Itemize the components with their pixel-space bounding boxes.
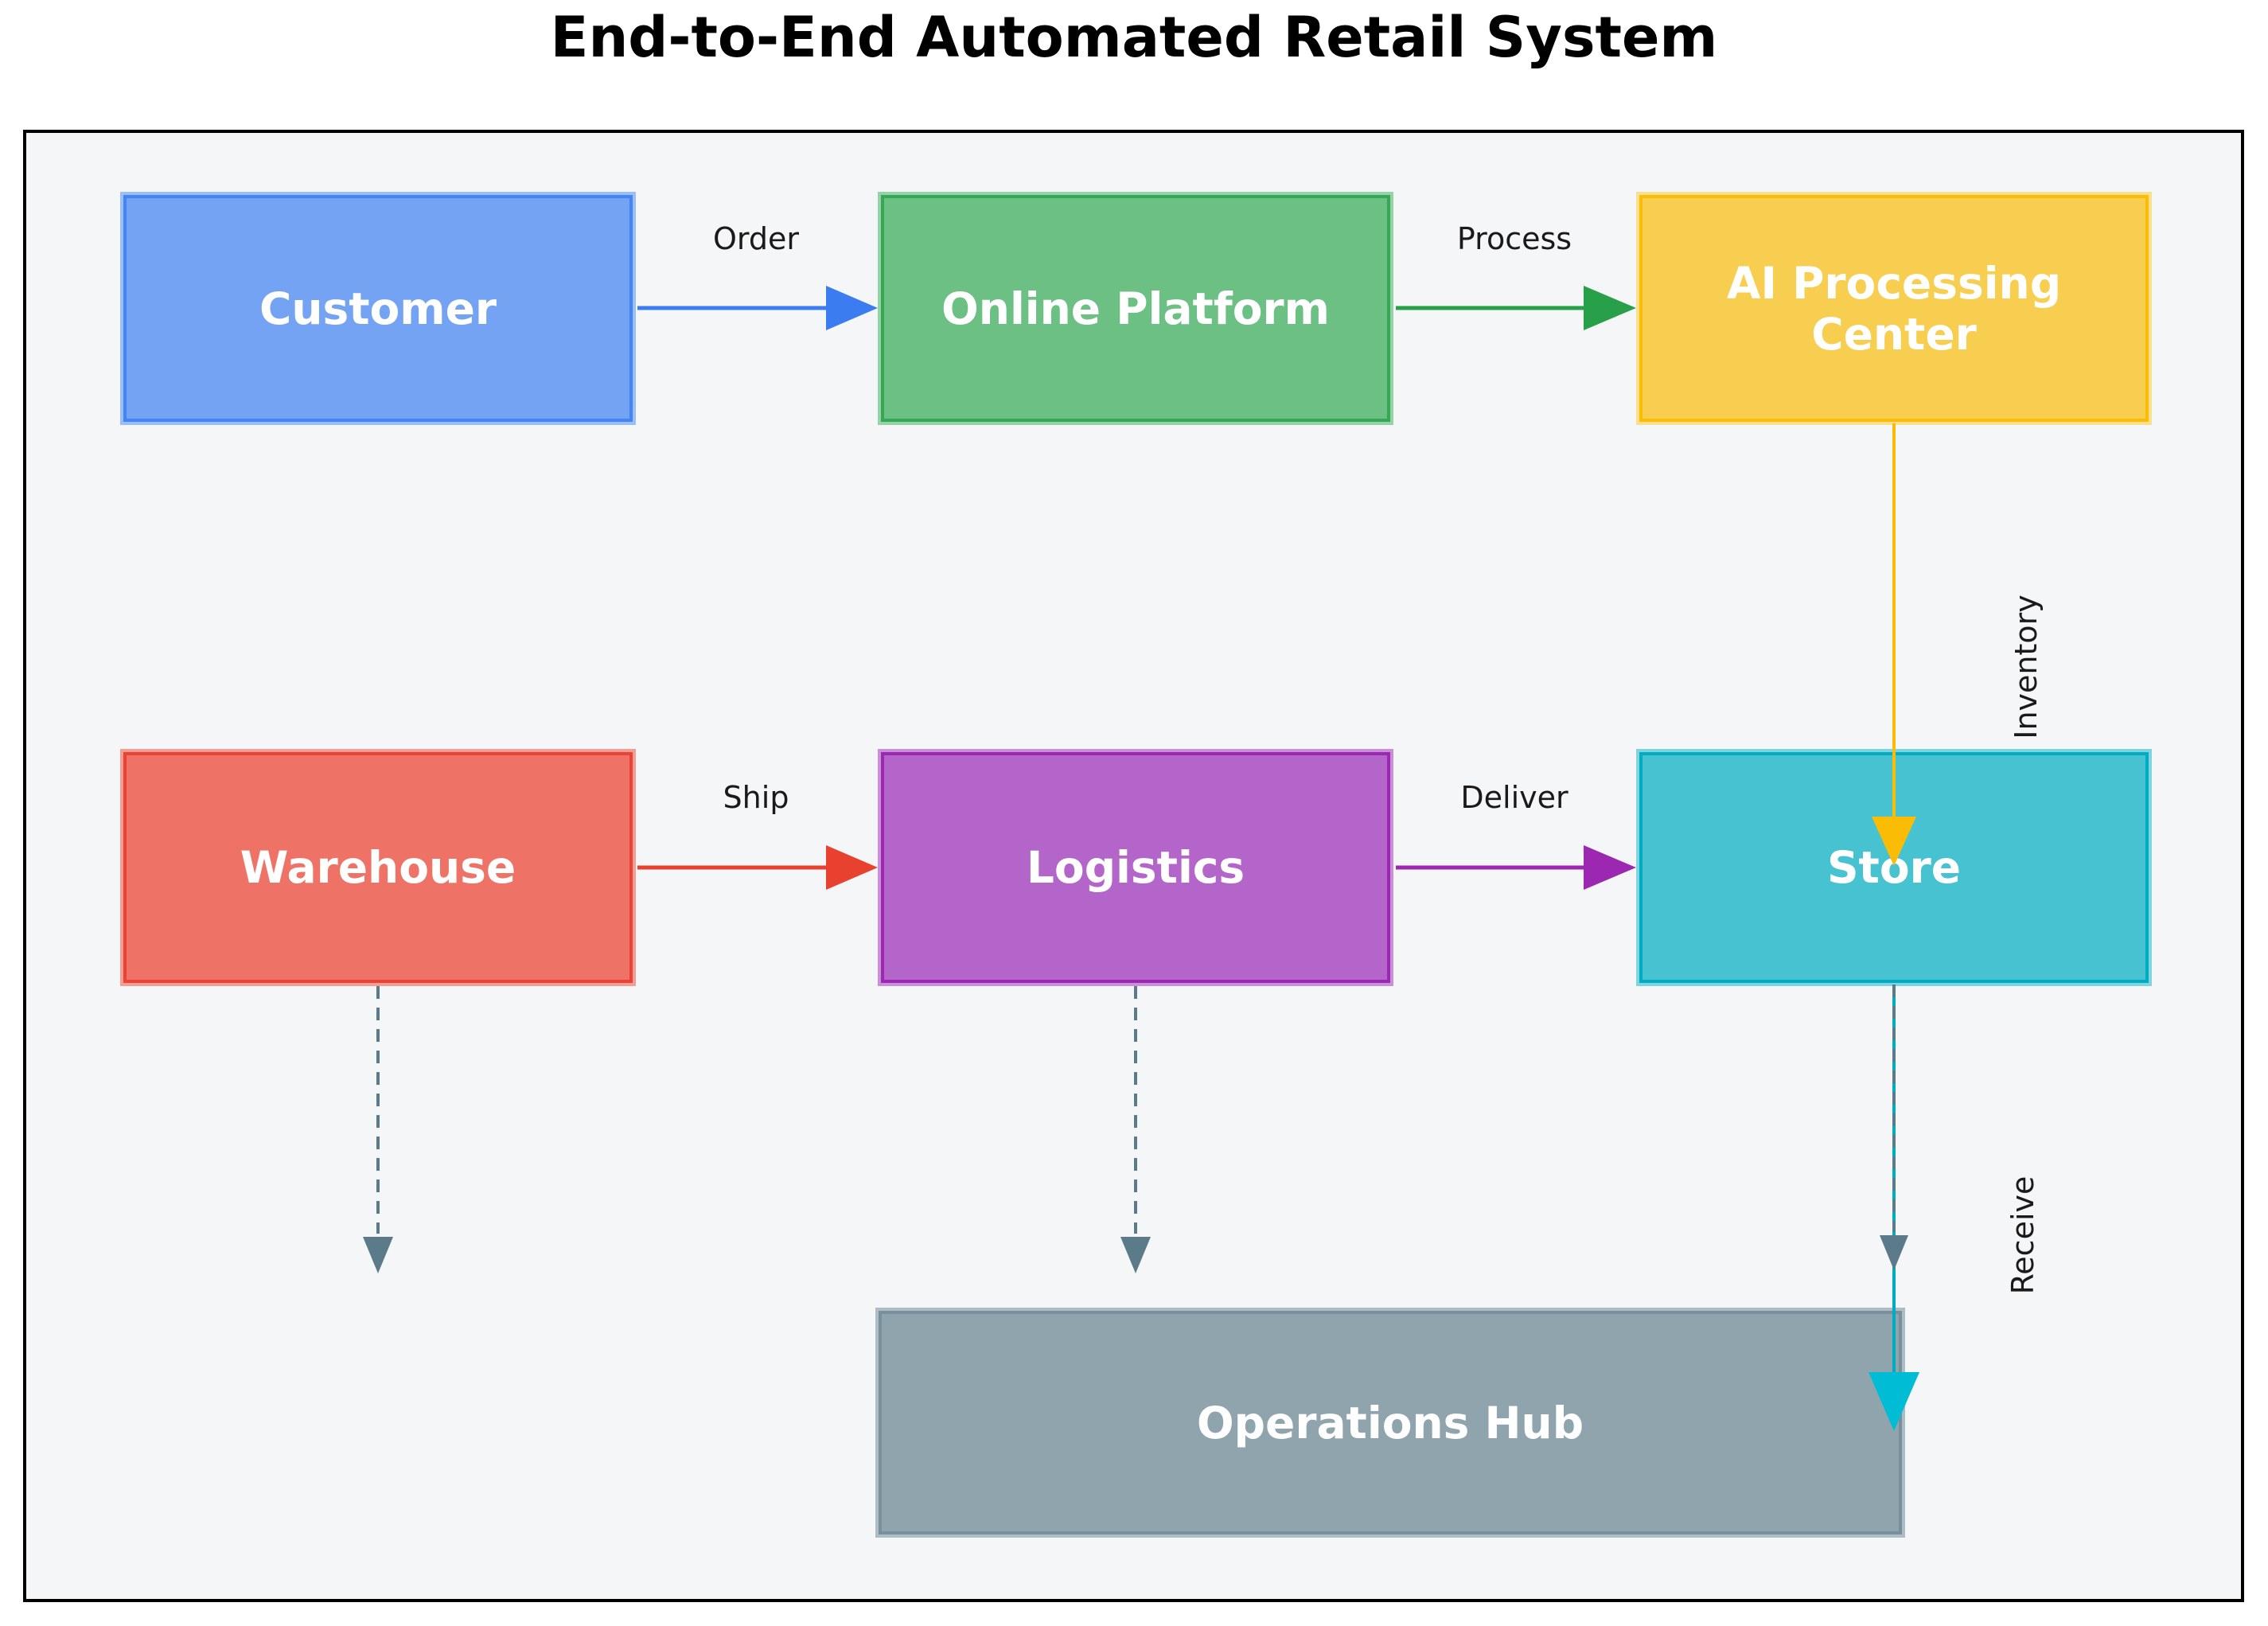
node-logistics-label: Logistics xyxy=(1026,842,1245,893)
node-warehouse-label: Warehouse xyxy=(240,842,516,893)
node-customer: Customer xyxy=(120,192,636,425)
node-online-platform: Online Platform xyxy=(878,192,1393,425)
node-operations-hub-label: Operations Hub xyxy=(1196,1397,1584,1449)
edge-label-process: Process xyxy=(1456,221,1572,256)
node-store-label: Store xyxy=(1826,842,1962,893)
edge-label-order: Order xyxy=(713,221,799,256)
node-ai-processing-center-label: AI Processing Center xyxy=(1726,257,2062,360)
node-customer-label: Customer xyxy=(259,283,497,334)
node-operations-hub: Operations Hub xyxy=(875,1308,1905,1538)
node-logistics: Logistics xyxy=(878,749,1393,986)
edge-label-inventory: Inventory xyxy=(2009,595,2044,739)
node-ai-processing-center: AI Processing Center xyxy=(1636,192,2152,425)
node-store: Store xyxy=(1636,749,2152,986)
diagram-title: End-to-End Automated Retail System xyxy=(550,5,1718,70)
edge-label-ship: Ship xyxy=(723,780,789,815)
edge-label-receive: Receive xyxy=(2005,1176,2040,1295)
node-online-platform-label: Online Platform xyxy=(941,283,1330,334)
edge-label-deliver: Deliver xyxy=(1460,780,1569,815)
node-warehouse: Warehouse xyxy=(120,749,636,986)
